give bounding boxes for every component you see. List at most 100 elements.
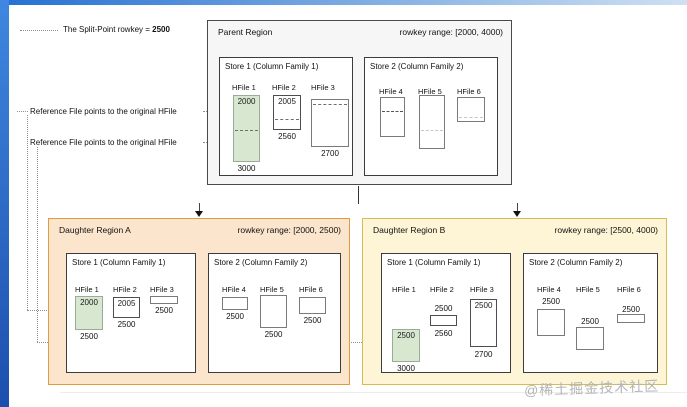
parent-hfile3 [311, 99, 349, 147]
connector-a-vertical [27, 115, 28, 310]
daughter-b-store2: Store 2 (Column Family 2) HFile 4 HFile … [523, 253, 658, 373]
da-hfile1-label: HFile 1 [75, 285, 99, 294]
parent-region: Parent Region rowkey range: [2000, 4000)… [207, 20, 512, 185]
db-hfile2-bottom-key: 2560 [434, 329, 453, 338]
da-hfile3-bottom-key: 2500 [155, 306, 173, 315]
parent-store1: Store 1 (Column Family 1) HFile 1 HFile … [219, 57, 353, 176]
db-hfile1-top-key: 2500 [397, 331, 415, 340]
db-hfile5-label: HFile 5 [576, 285, 600, 294]
daughter-a-store2-title: Store 2 (Column Family 2) [214, 258, 308, 267]
db-hfile1: 2500 [392, 329, 420, 362]
bottom-hairline [60, 392, 687, 393]
da-hfile3 [150, 296, 178, 304]
db-hfile3: 2500 [470, 299, 497, 347]
branch-b-stem [517, 203, 518, 212]
parent-hfile1-bottom-key: 3000 [237, 164, 256, 173]
daughter-a-store2: Store 2 (Column Family 2) HFile 4 HFile … [208, 253, 341, 373]
legend-text: The Split-Point rowkey = [63, 25, 153, 34]
parent-hfile5-label: HFile 5 [418, 87, 442, 96]
da-hfile5-bottom-key: 2500 [264, 330, 283, 339]
db-hfile2-top-key: 2500 [434, 304, 453, 313]
parent-hfile2: 2005 [273, 95, 301, 130]
db-hfile6-label: HFile 6 [617, 285, 641, 294]
parent-store1-title: Store 1 (Column Family 1) [225, 62, 319, 71]
daughter-b-store1: Store 1 (Column Family 1) HFile 1 HFile … [381, 253, 511, 373]
db-hfile1-label: HFile 1 [392, 285, 416, 294]
db-hfile1-bottom-key: 3000 [397, 364, 415, 373]
daughter-a-range: rowkey range: [2000, 2500) [237, 225, 341, 235]
parent-hfile1-split-line [235, 130, 258, 131]
db-hfile2 [430, 315, 457, 326]
split-point-legend-dash [20, 30, 58, 31]
da-hfile6 [299, 297, 326, 314]
daughter-b-store2-title: Store 2 (Column Family 2) [529, 258, 623, 267]
branch-a-arrow-down-icon [195, 211, 203, 217]
parent-hfile6-split-line [459, 117, 483, 118]
da-hfile2-top-key: 2005 [117, 299, 136, 308]
parent-store2: Store 2 (Column Family 2) HFile 4 HFile … [364, 57, 498, 176]
branch-b-arrow-down-icon [513, 211, 521, 217]
da-hfile2-bottom-key: 2500 [117, 320, 136, 329]
parent-region-range: rowkey range: [2000, 4000) [399, 27, 503, 37]
db-hfile3-bottom-key: 2700 [474, 350, 493, 359]
db-hfile6-top-key: 2500 [622, 305, 640, 314]
split-point-legend-label: The Split-Point rowkey = 2500 [63, 25, 170, 35]
parent-hfile2-top-key: 2005 [278, 97, 296, 106]
ref-note-1: Reference File points to the original HF… [30, 107, 177, 116]
daughter-b-range: rowkey range: [2500, 4000) [554, 225, 658, 235]
parent-hfile6 [457, 97, 485, 122]
top-accent-bar [0, 0, 687, 5]
parent-hfile1-label: HFile 1 [232, 83, 256, 92]
ref-note-2: Reference File points to the original HF… [30, 138, 177, 147]
parent-split-divider [358, 186, 359, 204]
da-hfile1-bottom-key: 2500 [80, 332, 98, 341]
branch-a-stem [199, 203, 200, 212]
parent-hfile2-label: HFile 2 [272, 83, 296, 92]
parent-hfile4 [380, 97, 405, 137]
left-accent-bar [0, 0, 9, 407]
parent-hfile3-label: HFile 3 [311, 83, 335, 92]
parent-region-title: Parent Region [218, 27, 273, 37]
da-hfile5-label: HFile 5 [260, 285, 284, 294]
parent-hfile4-split-line [382, 111, 403, 112]
parent-hfile4-label: HFile 4 [379, 87, 403, 96]
daughter-region-a: Daughter Region A rowkey range: [2000, 2… [48, 218, 350, 385]
da-hfile6-label: HFile 6 [299, 285, 323, 294]
parent-hfile3-split-line [313, 104, 347, 105]
db-hfile4 [537, 309, 565, 336]
parent-hfile5-split-line [421, 130, 443, 131]
ref1-left-dash [17, 111, 28, 112]
db-hfile3-top-key: 2500 [474, 301, 493, 310]
daughter-b-store1-title: Store 1 (Column Family 1) [387, 258, 481, 267]
db-hfile5 [576, 327, 604, 350]
db-hfile4-label: HFile 4 [537, 285, 561, 294]
daughter-region-b: Daughter Region B rowkey range: [2500, 4… [362, 218, 667, 385]
da-hfile6-bottom-key: 2500 [303, 316, 322, 325]
da-hfile4-label: HFile 4 [222, 285, 246, 294]
parent-hfile1-top-key: 2000 [237, 97, 256, 106]
parent-hfile5 [419, 95, 445, 149]
da-hfile5 [260, 295, 287, 328]
daughter-a-title: Daughter Region A [59, 225, 131, 235]
da-hfile2-label: HFile 2 [113, 285, 137, 294]
parent-hfile3-bottom-key: 2700 [321, 149, 339, 158]
parent-hfile2-split-line [275, 119, 299, 120]
parent-hfile2-bottom-key: 2560 [278, 132, 296, 141]
db-hfile6 [617, 314, 645, 323]
da-hfile2: 2005 [113, 297, 140, 318]
connector-b-vertical [37, 147, 38, 342]
db-hfile2-label: HFile 2 [430, 285, 454, 294]
db-hfile3-label: HFile 3 [470, 285, 494, 294]
da-hfile1: 2000 [75, 296, 103, 330]
da-hfile3-label: HFile 3 [150, 285, 174, 294]
db-hfile4-top-key: 2500 [542, 297, 560, 306]
daughter-a-store1: Store 1 (Column Family 1) HFile 1 HFile … [66, 253, 196, 373]
parent-hfile1: 2000 [233, 95, 260, 162]
db-hfile5-top-key: 2500 [581, 317, 599, 326]
parent-hfile6-label: HFile 6 [457, 87, 481, 96]
da-hfile1-top-key: 2000 [80, 298, 98, 307]
parent-store2-title: Store 2 (Column Family 2) [370, 62, 464, 71]
daughter-b-title: Daughter Region B [373, 225, 446, 235]
legend-value: 2500 [152, 25, 170, 34]
